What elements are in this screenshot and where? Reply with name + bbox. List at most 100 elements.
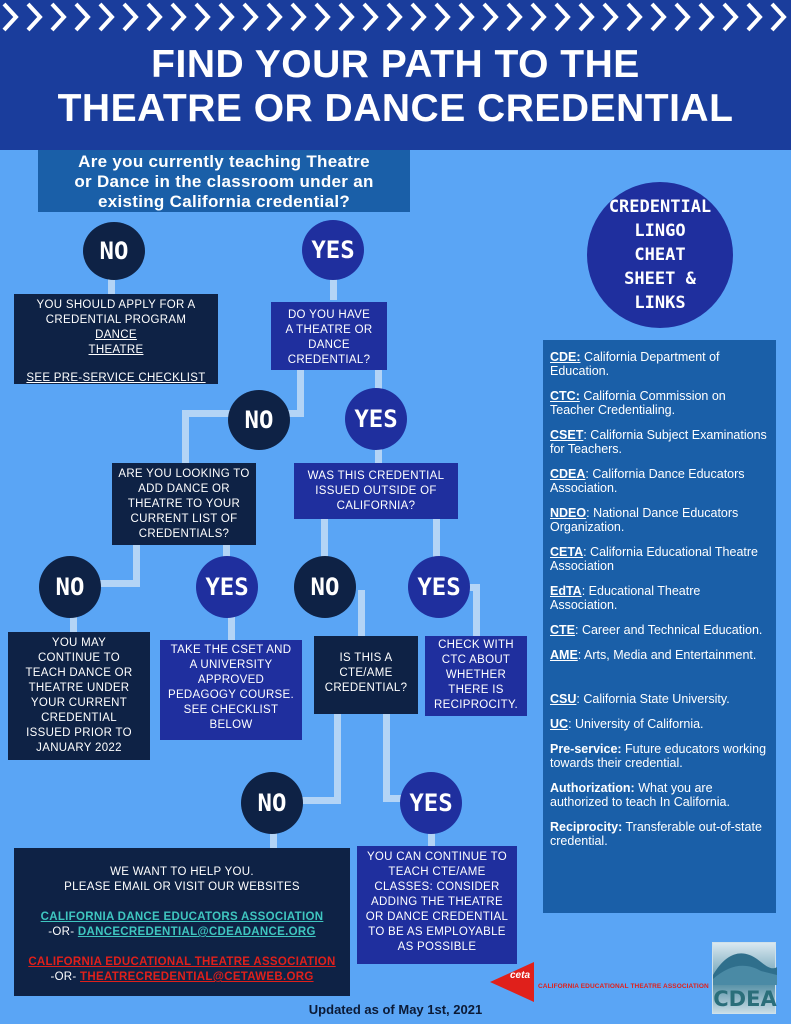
cheat-sheet-badge: CREDENTIAL LINGO CHEAT SHEET & LINKS xyxy=(587,182,733,328)
ctc-line4: THERE IS xyxy=(448,684,504,696)
chevron-pattern xyxy=(2,2,787,32)
chevron-icon xyxy=(338,2,355,32)
node-yes-teaching: YES xyxy=(302,220,364,280)
chevron-icon xyxy=(602,2,619,32)
glossary-definition: : California Educational Theatre Associa… xyxy=(550,545,758,573)
node-no-outside: NO xyxy=(294,556,356,618)
cheat-line5: LINKS xyxy=(634,293,686,313)
glossary-item: CDEA: California Dance Educators Associa… xyxy=(550,467,770,495)
question-line3: existing California credential? xyxy=(97,192,351,211)
can-continue-line4: ADDING THE THEATRE xyxy=(371,896,503,908)
glossary-definition: Transferable out-of-state credential. xyxy=(550,820,762,848)
node-no-cte: NO xyxy=(241,772,303,834)
glossary-item: CTE: Career and Technical Education. xyxy=(550,623,770,637)
looking-add-line3: THEATRE TO YOUR xyxy=(127,498,241,510)
glossary-item: NDEO: National Dance Educators Organizat… xyxy=(550,506,770,534)
glossary-term[interactable]: AME xyxy=(550,648,578,662)
updated-date: Updated as of May 1st, 2021 xyxy=(308,1002,483,1017)
cset-line5: SEE CHECKLIST xyxy=(183,704,279,716)
glossary-definition: : California Dance Educators Association… xyxy=(550,467,745,495)
glossary-term[interactable]: CTC: xyxy=(550,389,580,403)
have-credential-line2: A THEATRE OR xyxy=(285,324,373,336)
looking-add-line5: CREDENTIALS? xyxy=(138,528,230,540)
outside-ca-line2: ISSUED OUTSIDE OF xyxy=(315,485,437,497)
glossary-term[interactable]: CTE xyxy=(550,623,575,637)
cte-ame-box: IS THIS A CTE/AME CREDENTIAL? xyxy=(314,636,418,714)
glossary-term[interactable]: CSET xyxy=(550,428,584,442)
can-continue-line1: YOU CAN CONTINUE TO xyxy=(366,851,508,863)
glossary-term[interactable]: UC xyxy=(550,717,569,731)
cdea-email-link[interactable]: DANCECREDENTIAL@CDEADANCE.ORG xyxy=(77,926,316,938)
continue-teaching-box: YOU MAY CONTINUE TO TEACH DANCE OR THEAT… xyxy=(8,632,150,760)
page-title-line1: FIND YOUR PATH TO THE xyxy=(151,43,640,86)
glossary-definition: What you are authorized to teach In Cali… xyxy=(550,781,730,809)
chevron-icon xyxy=(554,2,571,32)
glossary-term[interactable]: CDEA xyxy=(550,467,586,481)
can-continue-cte-box: YOU CAN CONTINUE TO TEACH CTE/AME CLASSE… xyxy=(357,846,517,964)
cheat-line4: SHEET & xyxy=(624,269,696,289)
can-continue-line5: OR DANCE CREDENTIAL xyxy=(365,911,509,923)
continue-line6: CREDENTIAL xyxy=(41,712,117,724)
chevron-icon xyxy=(722,2,739,32)
chevron-icon xyxy=(98,2,115,32)
node-yes-add: YES xyxy=(196,556,258,618)
chevron-icon xyxy=(458,2,475,32)
ceta-email-link[interactable]: THEATRECREDENTIAL@CETAWEB.ORG xyxy=(80,971,314,983)
continue-line4: THEATRE UNDER xyxy=(28,682,130,694)
cset-line3: APPROVED xyxy=(197,674,265,686)
glossary-definition: : Arts, Media and Entertainment. xyxy=(577,648,757,662)
apply-credential-box: YOU SHOULD APPLY FOR A CREDENTIAL PROGRA… xyxy=(14,294,218,384)
glossary-definition: : California Subject Examinations for Te… xyxy=(550,428,767,456)
have-credential-box: DO YOU HAVE A THEATRE OR DANCE CREDENTIA… xyxy=(271,302,387,370)
outside-ca-line1: WAS THIS CREDENTIAL xyxy=(307,470,445,482)
take-cset-box: TAKE THE CSET AND A UNIVERSITY APPROVED … xyxy=(160,640,302,740)
cdea-website-link[interactable]: CALIFORNIA DANCE EDUCATORS ASSOCIATION xyxy=(40,911,324,923)
glossary-term[interactable]: CDE: xyxy=(550,350,581,364)
continue-line7: ISSUED PRIOR TO xyxy=(26,727,132,739)
cheat-line3: CHEAT xyxy=(634,245,686,265)
cheat-line1: CREDENTIAL xyxy=(608,197,712,217)
looking-add-line4: CURRENT LIST OF xyxy=(130,513,238,525)
starting-question: Are you currently teaching Theatre or Da… xyxy=(38,150,410,212)
outside-ca-line3: CALIFORNIA? xyxy=(336,500,416,512)
chevron-icon xyxy=(482,2,499,32)
page-title-line2: THEATRE OR DANCE CREDENTIAL xyxy=(57,87,734,130)
contact-line2: PLEASE EMAIL OR VISIT OUR WEBSITES xyxy=(64,881,300,893)
cset-line1: TAKE THE CSET AND xyxy=(170,644,292,656)
glossary-item: CDE: California Department of Education. xyxy=(550,350,770,378)
theatre-program-link[interactable]: THEATRE xyxy=(88,344,144,356)
node-yes-cte: YES xyxy=(400,772,462,834)
looking-add-line2: ADD DANCE OR xyxy=(138,483,230,495)
pre-service-checklist-link[interactable]: SEE PRE-SERVICE CHECKLIST xyxy=(26,372,206,384)
continue-line3: TEACH DANCE OR xyxy=(25,667,133,679)
have-credential-line3: DANCE xyxy=(308,339,350,351)
glossary-term[interactable]: CSU xyxy=(550,692,577,706)
glossary-term[interactable]: CETA xyxy=(550,545,584,559)
node-no-credential: NO xyxy=(228,390,290,450)
chevron-icon xyxy=(74,2,91,32)
have-credential-line1: DO YOU HAVE xyxy=(287,309,371,321)
continue-line2: CONTINUE TO xyxy=(37,652,121,664)
cdea-logo-text: CDEA xyxy=(713,987,777,1011)
glossary-term[interactable]: EdTA xyxy=(550,584,582,598)
can-continue-line7: AS POSSIBLE xyxy=(397,941,477,953)
chevron-icon xyxy=(194,2,211,32)
glossary-item: CSET: California Subject Examinations fo… xyxy=(550,428,770,456)
glossary-definition: California Department of Education. xyxy=(550,350,720,378)
cte-line3: CREDENTIAL? xyxy=(324,682,408,694)
glossary-item: CSU: California State University. xyxy=(550,692,770,706)
glossary-term: Pre-service: xyxy=(550,742,622,756)
glossary-item: CTC: California Commission on Teacher Cr… xyxy=(550,389,770,417)
or-separator: -OR- xyxy=(50,971,77,983)
ceta-website-link[interactable]: CALIFORNIA EDUCATIONAL THEATRE ASSOCIATI… xyxy=(28,956,336,968)
chevron-icon xyxy=(2,2,19,32)
can-continue-line6: TO BE AS EMPLOYABLE xyxy=(368,926,506,938)
or-separator: -OR- xyxy=(48,926,75,938)
looking-add-line1: ARE YOU LOOKING TO xyxy=(118,468,250,480)
node-yes-credential: YES xyxy=(345,388,407,450)
glossary-term: Authorization: xyxy=(550,781,635,795)
glossary-item: UC: University of California. xyxy=(550,717,770,731)
glossary-term[interactable]: NDEO xyxy=(550,506,587,520)
chevron-icon xyxy=(698,2,715,32)
dance-program-link[interactable]: DANCE xyxy=(95,329,137,341)
